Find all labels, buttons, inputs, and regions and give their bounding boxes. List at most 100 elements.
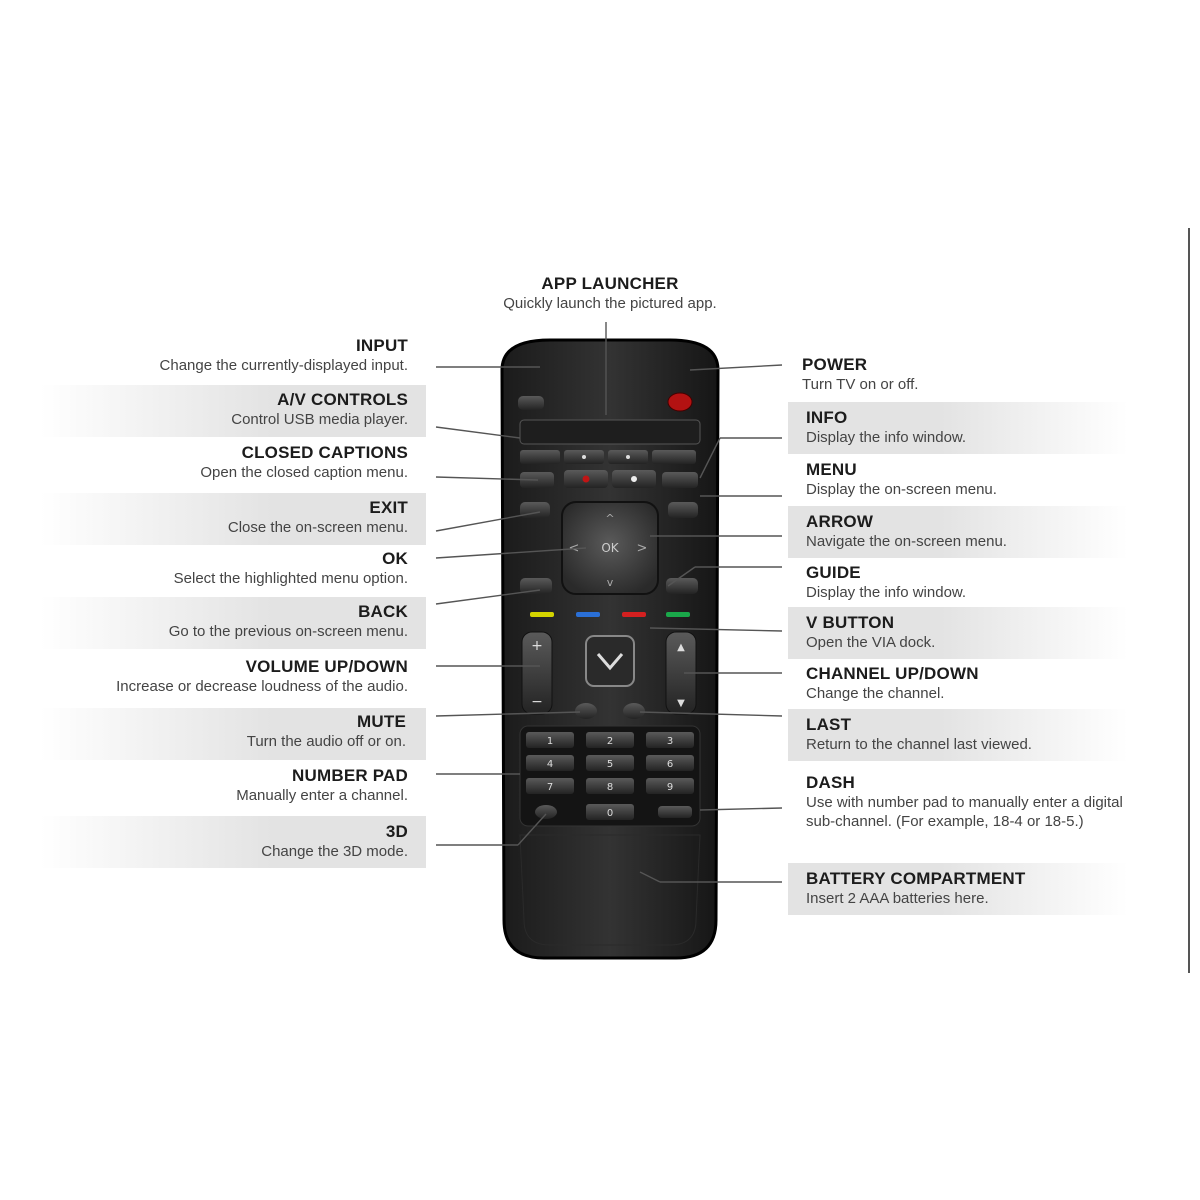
- callout-number-pad: NUMBER PAD Manually enter a channel.: [40, 766, 408, 805]
- callout-desc: Open the VIA dock.: [806, 634, 936, 651]
- channel-down-icon: ▼: [677, 698, 685, 709]
- callout-power: POWER Turn TV on or off.: [802, 355, 1142, 394]
- channel-up-icon: ▲: [677, 642, 685, 653]
- keypad-key-label: 9: [667, 782, 673, 793]
- callout-title: 3D: [385, 822, 408, 841]
- callout-title: EXIT: [369, 498, 408, 517]
- callout-desc: Go to the previous on-screen menu.: [168, 623, 408, 640]
- callout-desc: Change the channel.: [806, 685, 945, 702]
- keypad-key-5: [586, 755, 634, 771]
- callout-desc: Close the on-screen menu.: [227, 519, 408, 536]
- keypad-key-3: [646, 732, 694, 748]
- callout-title: INFO: [806, 408, 848, 427]
- callout-guide: GUIDE Display the info window.: [806, 563, 1146, 602]
- callout-desc: Turn TV on or off.: [802, 376, 919, 393]
- callout-title: A/V CONTROLS: [277, 390, 408, 409]
- callout-input: INPUT Change the currently-displayed inp…: [40, 336, 408, 375]
- keypad-key-7: [526, 778, 574, 794]
- green-key: [666, 612, 690, 617]
- dash-button: [658, 806, 692, 818]
- power-button: [667, 392, 693, 412]
- callout-battery: BATTERY COMPARTMENT Insert 2 AAA batteri…: [806, 869, 1146, 908]
- keypad-area: [519, 725, 701, 827]
- input-button: [518, 396, 544, 410]
- callout-dash: DASH Use with number pad to manually ent…: [806, 773, 1136, 831]
- callout-title: OK: [382, 549, 408, 568]
- callout-title: ARROW: [806, 512, 874, 531]
- callout-closed-captions: CLOSED CAPTIONS Open the closed caption …: [40, 443, 408, 482]
- battery-compartment: [519, 834, 701, 946]
- callout-title: POWER: [802, 355, 868, 374]
- 3d-button: [535, 805, 557, 819]
- mute-button: [575, 703, 597, 719]
- callout-v-button: V BUTTON Open the VIA dock.: [806, 613, 1146, 652]
- callout-title: CLOSED CAPTIONS: [241, 443, 408, 462]
- keypad-key-1: [526, 732, 574, 748]
- callout-title: INPUT: [356, 336, 408, 355]
- keypad-key-2: [586, 732, 634, 748]
- back-button: [520, 578, 552, 594]
- menu-button: [668, 502, 698, 518]
- volume-plus-icon: +: [531, 638, 543, 654]
- callout-title: LAST: [806, 715, 852, 734]
- callout-menu: MENU Display the on-screen menu.: [806, 460, 1146, 499]
- av-control-4: [652, 450, 696, 464]
- callout-title: BATTERY COMPARTMENT: [806, 869, 1026, 888]
- blue-key: [576, 612, 600, 617]
- callout-title: MENU: [806, 460, 857, 479]
- callout-title: NUMBER PAD: [292, 766, 408, 785]
- keypad-key-6: [646, 755, 694, 771]
- band-av-controls: [40, 385, 426, 437]
- keypad-key-label: 3: [667, 736, 673, 747]
- band-back: [40, 597, 426, 649]
- band-battery: [788, 863, 1128, 915]
- callout-arrow: ARROW Navigate the on-screen menu.: [806, 512, 1146, 551]
- keypad-key-label: 5: [607, 759, 613, 770]
- callout-title: V BUTTON: [806, 613, 895, 632]
- band-last: [788, 709, 1128, 761]
- callout-app-launcher: APP LAUNCHER Quickly launch the pictured…: [420, 274, 800, 313]
- nav-right-arrow: >: [637, 541, 648, 556]
- callout-desc: Open the closed caption menu.: [200, 464, 408, 481]
- callout-desc: Display the on-screen menu.: [806, 481, 997, 498]
- band-exit: [40, 493, 426, 545]
- band-arrow: [788, 506, 1128, 558]
- nav-up-arrow: ^: [605, 512, 614, 525]
- v-logo-icon: [596, 653, 624, 671]
- band-v-button: [788, 607, 1128, 659]
- callout-desc: Return to the channel last viewed.: [806, 736, 1032, 753]
- last-button: [623, 703, 645, 719]
- callout-mute: MUTE Turn the audio off or on.: [40, 712, 406, 751]
- callout-desc: Change the currently-displayed input.: [159, 357, 408, 374]
- keypad-key-label: 4: [547, 759, 553, 770]
- callout-desc: Increase or decrease loudness of the aud…: [116, 678, 408, 695]
- keypad-key-label: 8: [607, 782, 613, 793]
- callout-volume: VOLUME UP/DOWN Increase or decrease loud…: [20, 657, 408, 696]
- band-3d: [40, 816, 426, 868]
- av-control-1: [520, 450, 560, 464]
- yellow-key: [530, 612, 554, 617]
- callout-desc: Control USB media player.: [231, 411, 408, 428]
- callout-desc: Display the info window.: [806, 429, 967, 446]
- callout-desc: Turn the audio off or on.: [246, 733, 406, 750]
- keypad-key-label: 1: [547, 736, 553, 747]
- callout-title: BACK: [358, 602, 408, 621]
- callout-exit: EXIT Close the on-screen menu.: [40, 498, 408, 537]
- keypad-key-label: 7: [547, 782, 553, 793]
- callout-last: LAST Return to the channel last viewed.: [806, 715, 1146, 754]
- keypad-key-label: 2: [607, 736, 613, 747]
- ok-button-label: OK: [601, 541, 619, 555]
- callout-3d: 3D Change the 3D mode.: [40, 822, 408, 861]
- callout-desc: Navigate the on-screen menu.: [806, 533, 1007, 550]
- band-mute: [40, 708, 426, 760]
- nav-pad: [561, 501, 659, 595]
- callout-desc: Quickly launch the pictured app.: [503, 295, 717, 312]
- volume-minus-icon: −: [531, 694, 543, 710]
- info-button: [662, 472, 698, 488]
- band-info: [788, 402, 1128, 454]
- pause-dot: [631, 476, 637, 482]
- callout-desc: Select the highlighted menu option.: [173, 570, 408, 587]
